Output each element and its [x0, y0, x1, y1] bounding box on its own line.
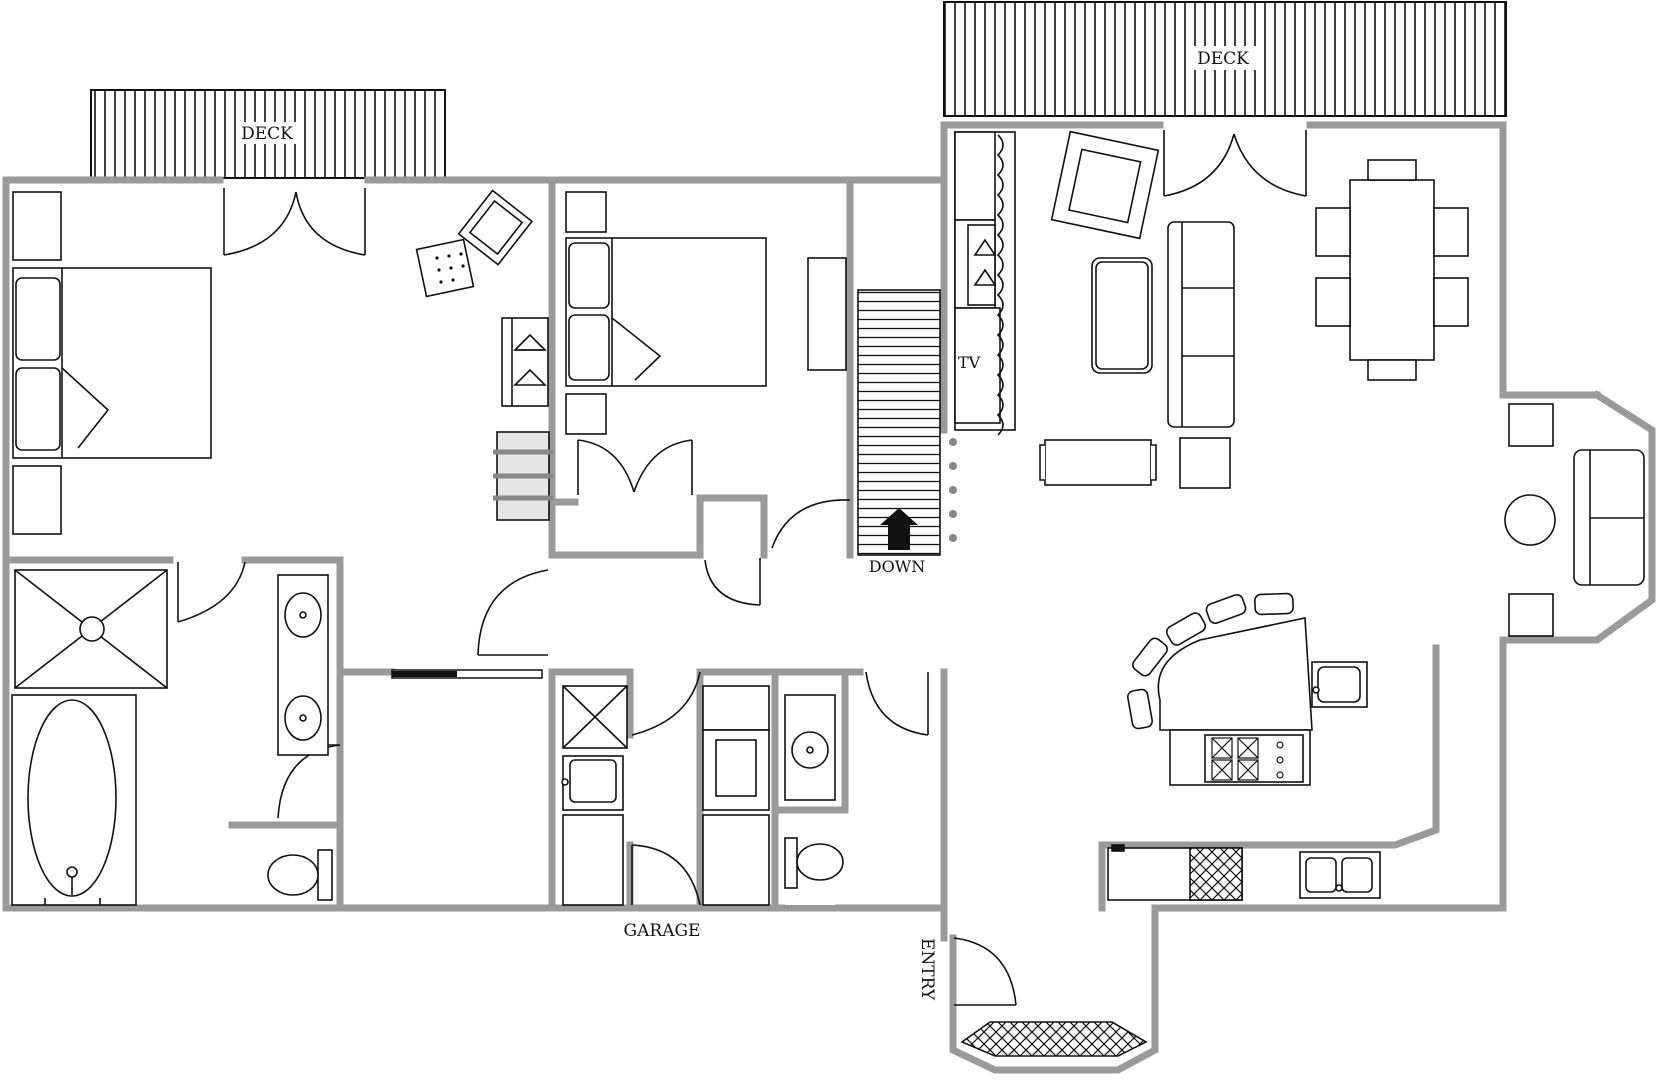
kitchen-counter [1107, 844, 1381, 901]
bay-nook [1504, 403, 1645, 637]
bathtub [11, 694, 137, 906]
dining-table [1315, 159, 1469, 381]
laundry-shower [561, 685, 628, 906]
double-vanity [277, 574, 329, 756]
deck-right: DECK [943, 1, 1507, 117]
entry-label: ENTRY [917, 938, 937, 1001]
armchair-bedroom1 [415, 189, 534, 298]
walls [2, 121, 1656, 1074]
kitchen-island [1157, 617, 1368, 786]
dresser-bedroom1 [501, 317, 549, 407]
washer-dryer [702, 685, 770, 906]
entry-mat [960, 1021, 1148, 1057]
tv-label: TV [958, 353, 981, 372]
staircase: DOWN [857, 289, 941, 576]
deck-left: DECK [90, 89, 446, 179]
railing-posts [949, 438, 957, 542]
bed-bedroom2 [565, 191, 847, 435]
small-bath [784, 694, 844, 905]
armchair-living [1050, 130, 1160, 240]
bar-stools [1127, 592, 1294, 730]
toilet-master [267, 849, 333, 901]
stairs-down-label: DOWN [869, 557, 925, 576]
sliding-door [391, 669, 543, 679]
bookshelf-bedroom1 [493, 431, 553, 521]
ottoman-dots [435, 252, 465, 284]
deck-left-label: DECK [241, 124, 293, 144]
sofa-living [1039, 221, 1235, 489]
garage-label: GARAGE [624, 921, 701, 941]
fireplace-bookcase: TV [954, 131, 1016, 436]
shower [14, 569, 168, 689]
deck-right-label: DECK [1197, 49, 1249, 69]
master-bed [12, 191, 212, 535]
